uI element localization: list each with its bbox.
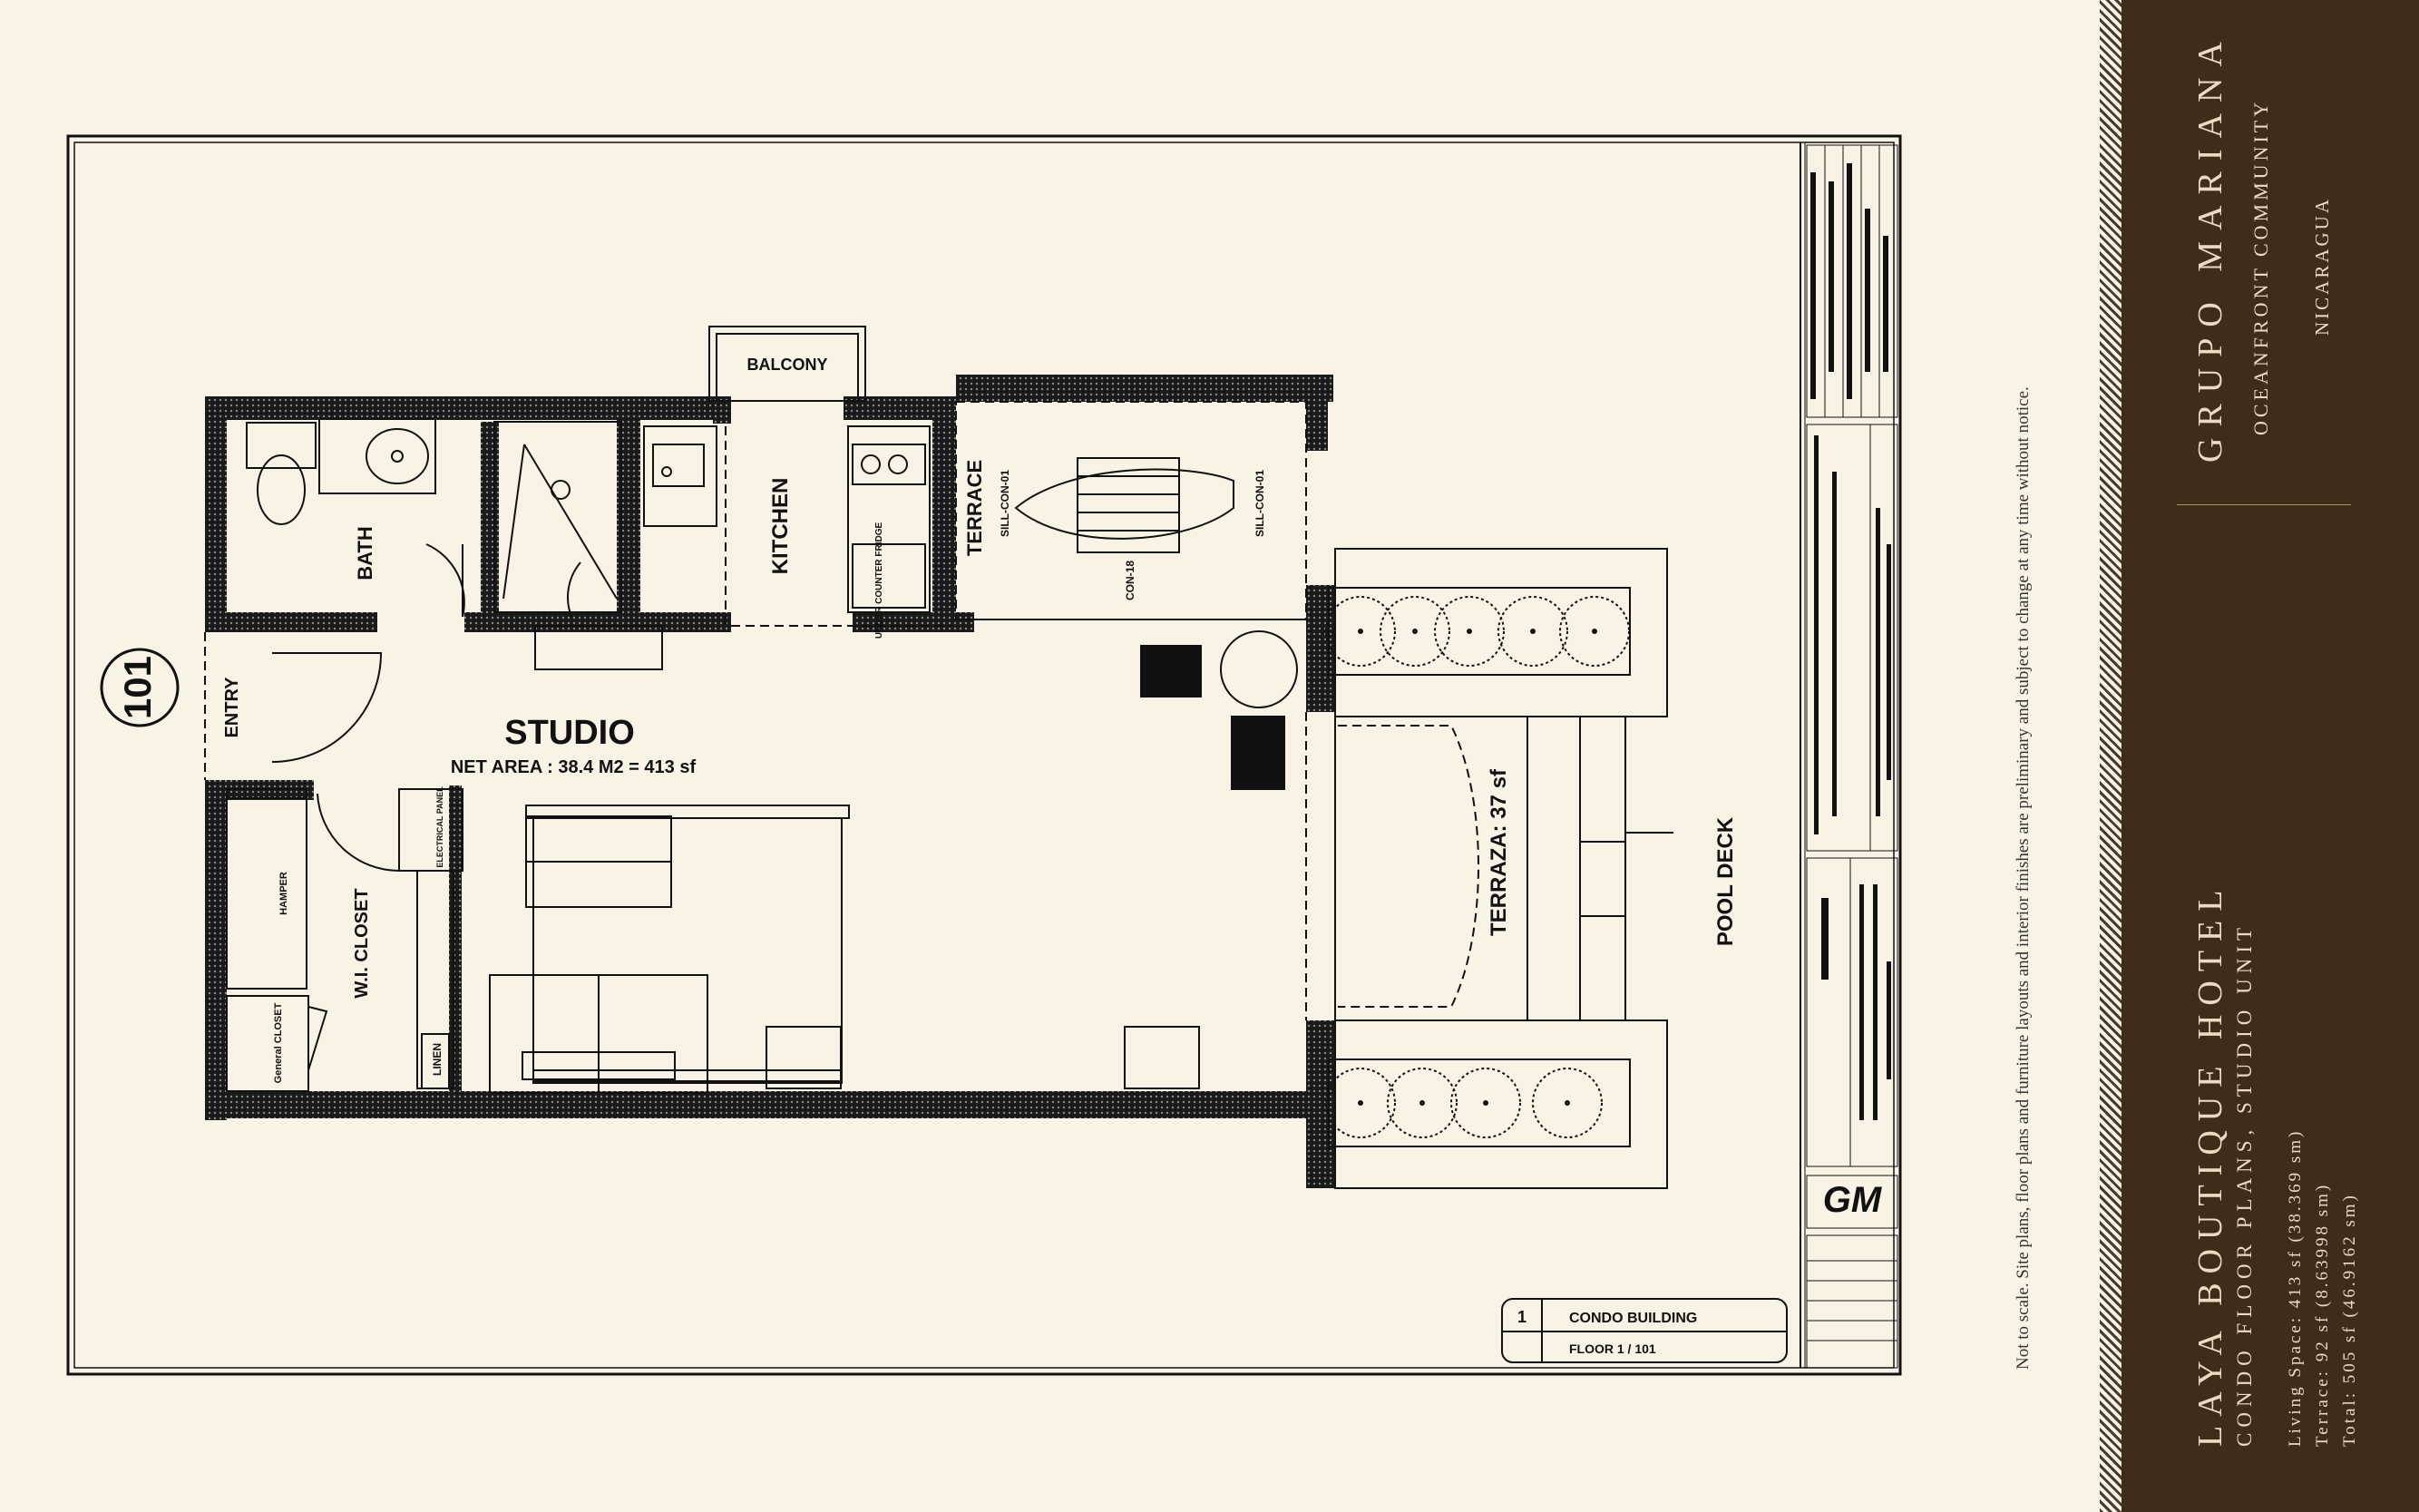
project-title: LAYA BOUTIQUE HOTEL	[2191, 881, 2229, 1447]
terrace-stat: Terrace: 92 sf (8.63998 sm)	[2313, 1182, 2332, 1447]
floor-plan-drawing: GM 1 CONDO BUILDING FLOOR 1 / 101 BALCON…	[66, 134, 1902, 1376]
drawing-label-box	[1501, 1298, 1788, 1363]
hamper-label: HAMPER	[278, 872, 289, 915]
sidebar-panel	[2122, 0, 2419, 1512]
kitchen-fixtures	[643, 425, 952, 627]
general-closet-label: General CLOSET	[273, 1002, 284, 1083]
planter-centers	[1358, 629, 1597, 1106]
unit-number-circle	[100, 648, 180, 727]
title-block	[1800, 142, 1898, 1369]
bath-fixtures	[246, 418, 663, 670]
total-stat: Total: 505 sf (46.9162 sm)	[2340, 1193, 2359, 1447]
terrace-label: TERRACE	[963, 460, 986, 556]
kitchen-label: KITCHEN	[768, 478, 793, 575]
closet-fixtures	[226, 788, 463, 1092]
unit-name: STUDIO	[504, 714, 635, 752]
entry-label: ENTRY	[222, 677, 242, 738]
floor-plan-sheet: GM 1 CONDO BUILDING FLOOR 1 / 101 BALCON…	[66, 134, 1902, 1376]
net-area-label: NET AREA : 38.4 M2 = 413 sf	[451, 757, 697, 777]
project-subtitle: CONDO FLOOR PLANS, STUDIO UNIT	[2233, 922, 2256, 1447]
bath-label: BATH	[354, 526, 376, 580]
brand-subtitle: OCEANFRONT COMMUNITY	[2249, 98, 2272, 435]
floor-ref: FLOOR 1 / 101	[1569, 1341, 1656, 1356]
sheet-frame-inner	[73, 141, 1895, 1369]
terrace-item-3: CON-18	[1124, 561, 1136, 600]
terraza-label: TERRAZA: 37 sf	[1487, 768, 1511, 936]
unit-number: 101	[116, 656, 159, 719]
terrace-item-1: SILL-CON-01	[999, 470, 1011, 537]
drawing-name: CONDO BUILDING	[1569, 1311, 1697, 1326]
balcony	[708, 326, 866, 402]
hatched-border	[2100, 0, 2122, 1512]
sidebar-divider	[2177, 504, 2351, 505]
balcony-label: BALCONY	[747, 356, 828, 374]
drawing-label-symbol: 1	[1517, 1308, 1527, 1326]
terraza-pool	[1305, 548, 1673, 1189]
terrace-item-2: SILL-CON-01	[1253, 470, 1266, 537]
under-counter-label: UNDER COUNTER FRIDGE	[874, 522, 884, 639]
furniture	[489, 630, 1298, 1094]
entry-door	[204, 632, 383, 780]
electrical-panel-label: ELECTRICAL PANEL	[435, 786, 444, 868]
pool-deck-label: POOL DECK	[1713, 816, 1738, 946]
sheet-frame-outer	[66, 134, 1902, 1376]
living-space-stat: Living Space: 413 sf (38.369 sm)	[2286, 1128, 2305, 1447]
linen-label: LINEN	[431, 1043, 444, 1076]
terrace-furniture	[955, 401, 1307, 620]
title-block-text	[1810, 163, 1891, 1120]
closet-label: W.I. CLOSET	[352, 888, 372, 998]
brand-location: NICARAGUA	[2311, 197, 2333, 336]
brand-name: GRUPO MARIANA	[2191, 31, 2229, 463]
title-block-logo: GM	[1823, 1180, 1883, 1220]
disclaimer-text: Not to scale. Site plans, floor plans an…	[2014, 386, 2033, 1370]
planters	[1325, 587, 1631, 1147]
